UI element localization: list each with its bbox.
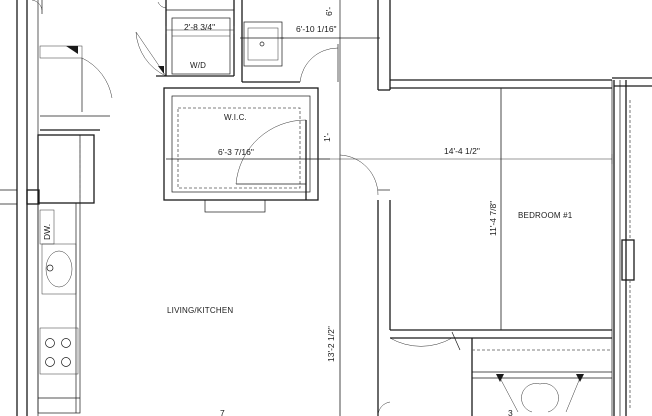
wic-label: W.I.C. bbox=[224, 113, 247, 122]
dim-bottom-partial-right: 3 bbox=[508, 408, 513, 416]
left-exterior-wall bbox=[0, 0, 40, 416]
bathroom bbox=[240, 0, 380, 416]
wd-label: W/D bbox=[190, 61, 206, 70]
dim-bedroom-width: 14'-4 1/2" bbox=[444, 146, 480, 156]
dim-bedroom-depth: 11'-4 7/8" bbox=[488, 201, 498, 236]
top-partial-doors bbox=[31, 0, 167, 14]
bottom-door bbox=[377, 401, 391, 416]
living-kitchen-label: LIVING/KITCHEN bbox=[167, 306, 233, 315]
dim-wic-width: 6'-3 7/16" bbox=[218, 147, 254, 157]
dim-top-right-partial: 6'- bbox=[324, 7, 334, 16]
central-walls bbox=[339, 0, 391, 416]
walk-in-closet bbox=[163, 87, 330, 213]
dim-bath-width: 6'-10 1/16" bbox=[296, 24, 337, 34]
entry-door bbox=[39, 45, 113, 131]
kitchen-counter bbox=[37, 134, 95, 414]
dim-wd-width: 2'-8 3/4" bbox=[184, 22, 215, 32]
dim-living-depth: 13'-2 1/2" bbox=[326, 326, 336, 362]
dw-label: DW. bbox=[42, 224, 52, 240]
bedroom-closet bbox=[471, 338, 612, 416]
dim-wic-door-partial: 1'- bbox=[322, 133, 332, 142]
right-exterior-wall bbox=[612, 77, 652, 416]
dim-bottom-partial-left: 7 bbox=[220, 408, 225, 416]
laundry-closet bbox=[135, 0, 235, 77]
bedroom-label: BEDROOM #1 bbox=[518, 211, 573, 220]
dimension-lines bbox=[165, 26, 613, 416]
